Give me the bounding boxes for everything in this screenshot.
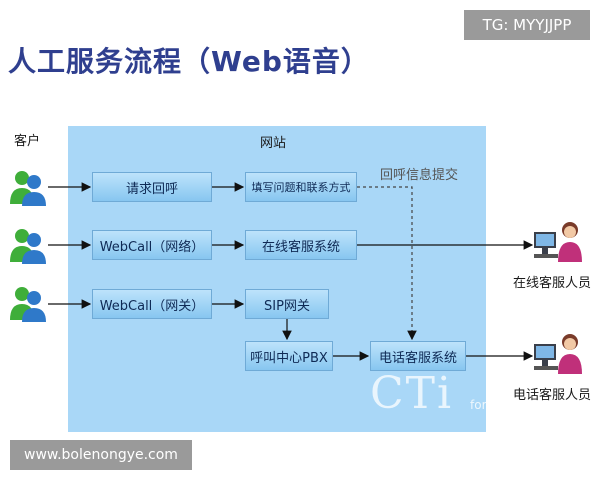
arrow-feedback-dashed [357,186,417,341]
sip-gateway-box: SIP网关 [245,289,329,319]
call-center-pbx-box: 呼叫中心PBX [245,341,333,371]
watermark-sub: forum.com [470,398,536,412]
webcall-gateway-box: WebCall（网关） [92,289,212,319]
callback-feedback-label: 回呼信息提交 [380,168,459,183]
online-service-box: 在线客服系统 [245,230,357,260]
customer-icon [10,171,46,206]
customer-icon [10,229,46,264]
online-agent-icon [534,222,582,262]
url-badge: www.bolenongye.com [10,440,192,470]
phone-service-box: 电话客服系统 [370,341,466,371]
online-agent-label: 在线客服人员 [513,276,592,291]
callback-request-box: 请求回呼 [92,172,212,202]
webcall-network-box: WebCall（网络） [92,230,212,260]
tg-badge: TG: MYYJJPP [464,10,590,40]
fill-info-box: 填写问题和联系方式 [245,172,357,202]
website-label: 网站 [260,136,287,151]
page-title: 人工服务流程（Web语音） [8,45,370,78]
phone-agent-label: 电话客服人员 [513,388,592,403]
customer-label: 客户 [14,134,41,149]
customer-icon [10,287,46,322]
watermark-logo: CTi [370,368,454,419]
phone-agent-icon [534,334,582,374]
